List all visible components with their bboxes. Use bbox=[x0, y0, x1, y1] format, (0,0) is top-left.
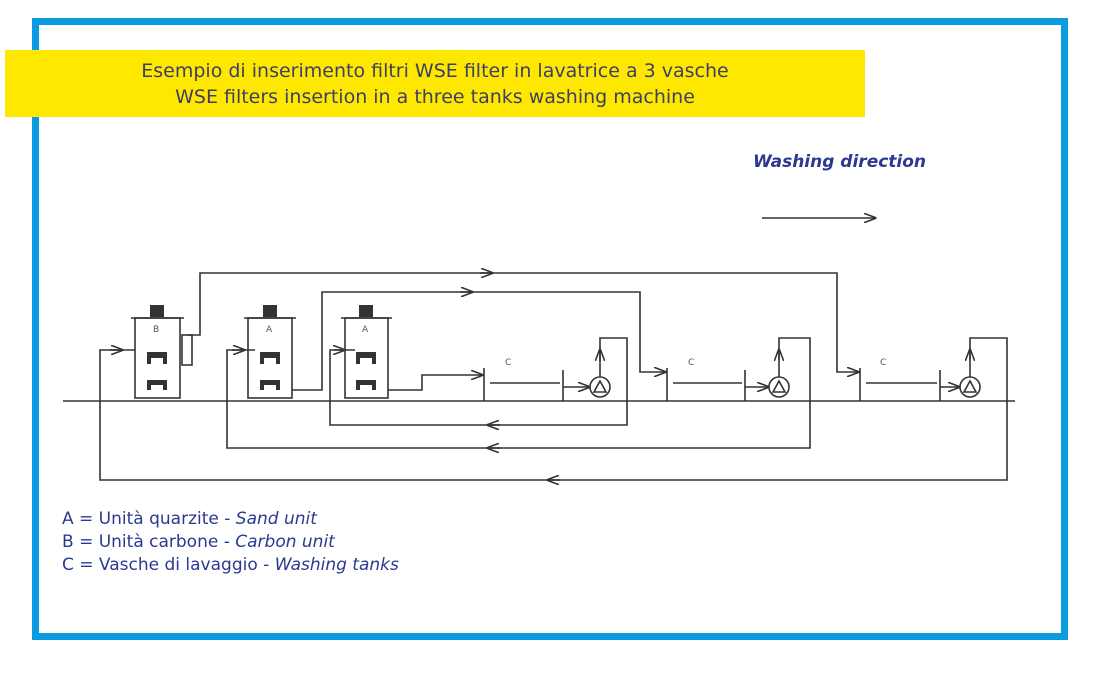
title-english: WSE filters insertion in a three tanks w… bbox=[175, 86, 695, 108]
washing-tank-1 bbox=[329, 337, 628, 426]
flow-sand1-to-tank2 bbox=[292, 291, 665, 391]
unit-label-a2: A bbox=[362, 325, 369, 335]
tank-label-1: C bbox=[505, 358, 511, 368]
sand-unit-a2 bbox=[341, 305, 392, 399]
legend-item-c: C = Vasche di lavaggio - Washing tanks bbox=[62, 555, 399, 575]
washing-tank-2 bbox=[226, 337, 811, 449]
tank-label-2: C bbox=[688, 358, 694, 368]
unit-label-a1: A bbox=[266, 325, 273, 335]
legend: A = Unità quarzite - Sand unit B = Unità… bbox=[62, 508, 399, 577]
sand-unit-a1 bbox=[244, 305, 296, 399]
unit-label-b: B bbox=[153, 325, 159, 335]
tank-label-3: C bbox=[880, 358, 886, 368]
diagram-frame bbox=[32, 18, 1068, 640]
title-italian: Esempio di inserimento filtri WSE filter… bbox=[141, 60, 729, 82]
flow-sand2-to-tank1 bbox=[388, 375, 482, 391]
legend-item-b: B = Unità carbone - Carbon unit bbox=[62, 532, 335, 552]
carbon-unit-b bbox=[131, 305, 193, 399]
washing-direction-label: Washing direction bbox=[753, 152, 927, 172]
flow-carbon-to-tank3 bbox=[188, 272, 858, 372]
washing-tank-3 bbox=[99, 337, 1008, 481]
legend-item-a: A = Unità quarzite - Sand unit bbox=[62, 509, 317, 529]
title-banner: Esempio di inserimento filtri WSE filter… bbox=[5, 50, 865, 117]
